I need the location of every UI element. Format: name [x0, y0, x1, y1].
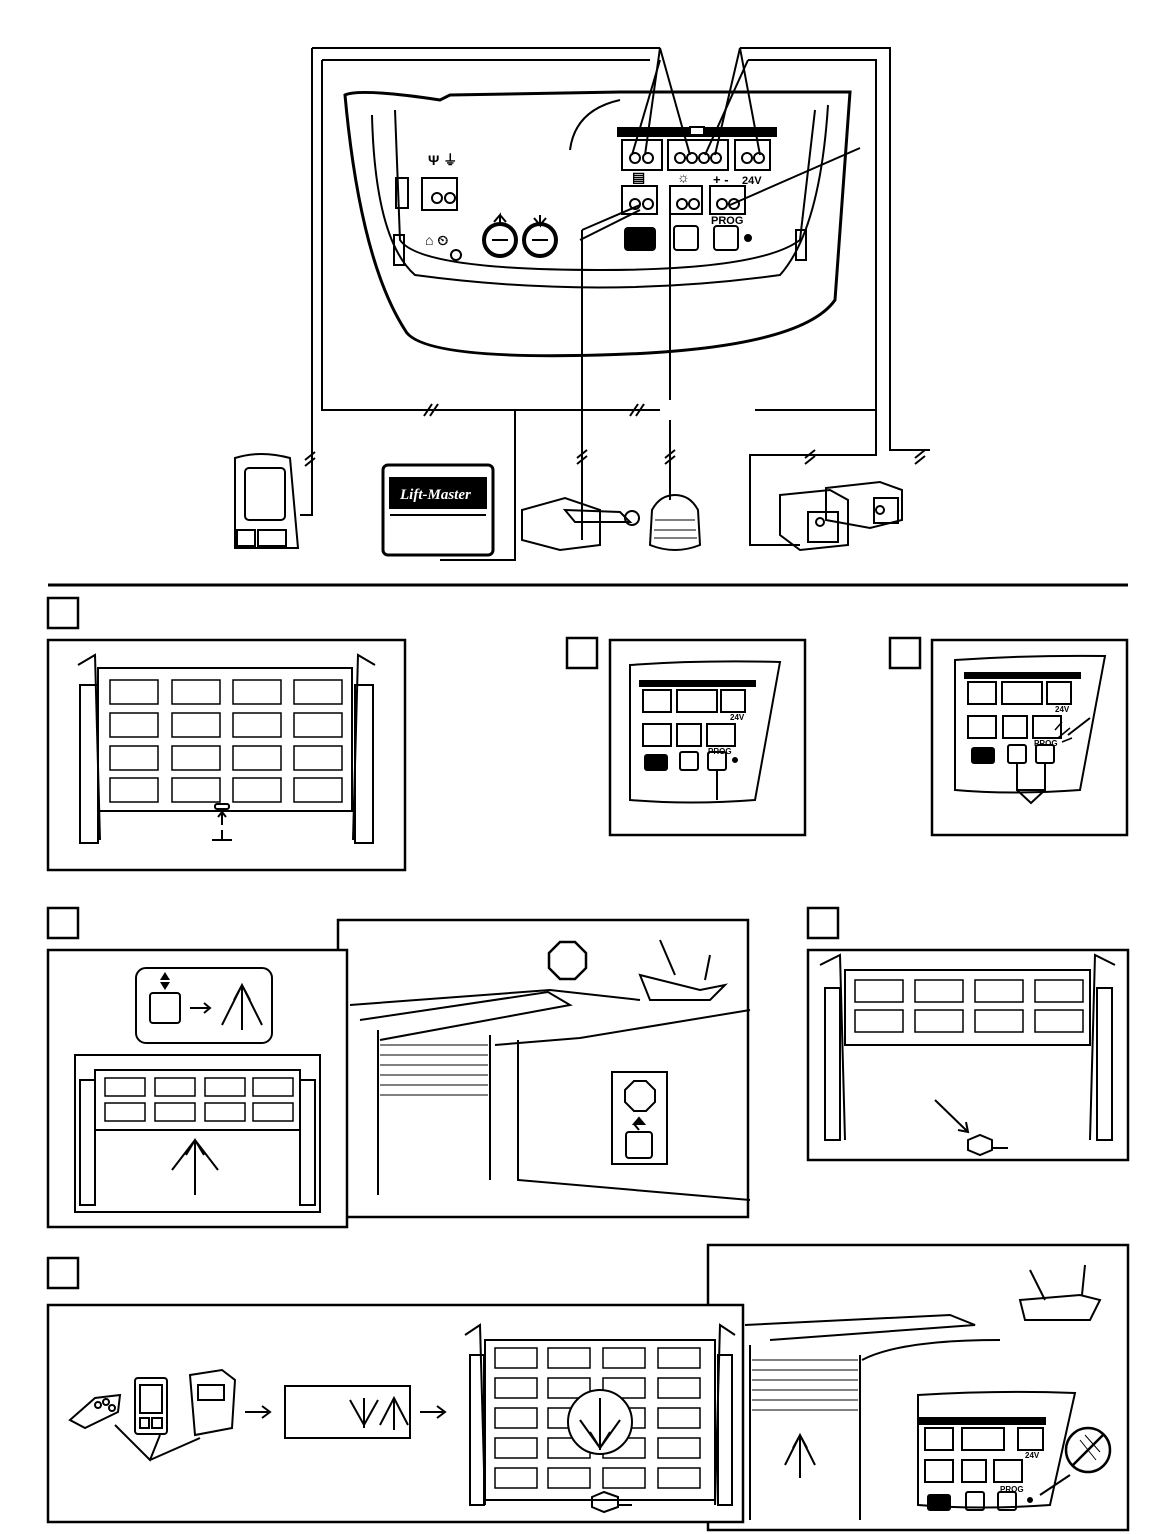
photocell-unit — [521, 496, 640, 552]
up-down-button[interactable] — [673, 225, 699, 251]
step-6-garage-scene: 24V PROG — [706, 1243, 1130, 1532]
step-6-card — [284, 1385, 411, 1439]
up-arrow-icon — [379, 1395, 409, 1430]
prog-button[interactable] — [713, 225, 739, 251]
step-5-door-panel — [806, 948, 1130, 1162]
opener-housing — [343, 90, 852, 358]
step-6-voltage: 24V — [1025, 1451, 1040, 1460]
step-4-stop-sign — [547, 940, 588, 981]
status-led — [744, 234, 752, 242]
step-2-panel: 24V PROG — [608, 638, 807, 837]
up-force-dial[interactable] — [482, 212, 518, 258]
step-4-garage-scene — [336, 918, 751, 1219]
opener-wiring-section: Ψ ⏚ ⌂ ⏲ ▤ ☼ + - 24V PROG — [234, 47, 930, 561]
step-1-door-panel — [46, 638, 407, 872]
step-6-close-circle — [567, 1389, 633, 1455]
safety-sensor-right — [825, 480, 903, 530]
step-4-box — [46, 906, 80, 940]
remote-transmitters — [68, 1368, 237, 1437]
safety-sensor-left — [779, 488, 849, 552]
wall-control-icon: ▤ — [632, 169, 645, 185]
light-bulb-icon: ☼ — [677, 169, 690, 185]
led-off-icon — [1064, 1426, 1112, 1474]
wall-control — [234, 453, 300, 549]
step-3-prog: PROG — [1034, 739, 1058, 748]
step-6-door-panel — [46, 1303, 745, 1524]
step-2-voltage: 24V — [730, 713, 745, 722]
home-timer-icon: ⌂ ⏲ — [425, 232, 448, 248]
warning-light — [648, 493, 702, 551]
voltage-label: 24V — [742, 175, 762, 187]
step-3-box — [888, 636, 922, 670]
down-force-dial[interactable] — [522, 215, 558, 258]
step-6-prog: PROG — [1000, 1485, 1024, 1494]
display-window — [624, 227, 656, 251]
obstruction-block — [967, 1133, 993, 1157]
step-3-panel: 24V PROG — [930, 638, 1129, 837]
prog-label: PROG — [711, 215, 743, 227]
step-6-obstruction — [591, 1490, 619, 1514]
up-arrow-icon — [221, 982, 263, 1030]
plus-minus-label: + - — [713, 172, 729, 187]
step-5-box — [806, 906, 840, 940]
step-4-up-down-button[interactable] — [149, 992, 181, 1024]
step-1-box — [46, 596, 80, 630]
down-arrow-icon — [349, 1398, 379, 1428]
antenna-ground-icon: Ψ ⏚ — [428, 152, 457, 168]
external-receiver: Lift-Master — [381, 463, 495, 557]
step-2-box — [565, 636, 599, 670]
step-6-up-arrow — [784, 1432, 816, 1478]
step-3-voltage: 24V — [1055, 705, 1070, 714]
step-4-door-panel — [46, 948, 349, 1229]
step-4-control-card — [611, 1071, 668, 1165]
step-6-box — [46, 1256, 80, 1290]
brand-logo: Lift-Master — [399, 487, 471, 503]
